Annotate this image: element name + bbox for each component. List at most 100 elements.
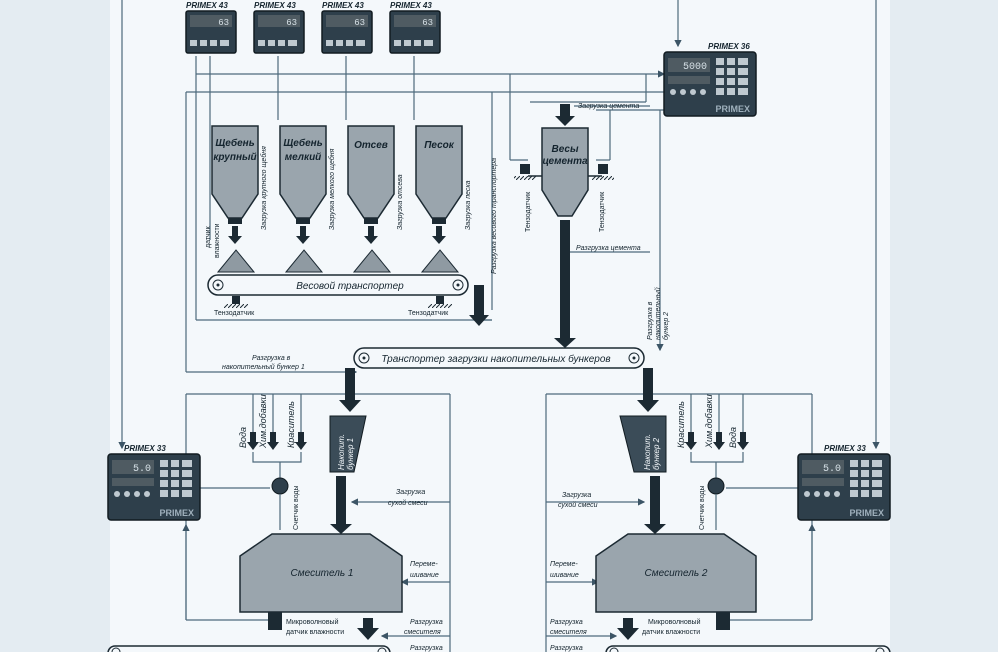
- primex43-panel-3: PRIMEX 43 63: [321, 1, 373, 54]
- cement-unload-arrow: Разгрузка цемента: [554, 220, 641, 348]
- silo-fine-gravel: Щебень мелкий: [279, 125, 327, 224]
- primex36-brand: PRIMEX: [715, 104, 750, 114]
- weigh-conveyor-label: Весовой транспортер: [296, 281, 404, 292]
- svg-text:датчик влажности: датчик влажности: [642, 629, 700, 636]
- label-colorant: Краситель: [286, 401, 296, 448]
- bunker-feed-arrows: [339, 368, 659, 412]
- svg-text:Накопит.: Накопит.: [337, 434, 346, 470]
- label-load-screenings: Загрузка отсева: [397, 174, 404, 230]
- svg-text:смесителя: смесителя: [550, 629, 587, 636]
- svg-text:шивание: шивание: [550, 572, 579, 579]
- label-moisture-sensor-2: влажности: [214, 223, 221, 258]
- load-sensor-left: Тензодатчик: [214, 296, 255, 317]
- label-water: Вода: [728, 427, 738, 448]
- primex43-label: PRIMEX 43: [254, 1, 296, 10]
- primex43-value: 63: [218, 18, 229, 28]
- svg-text:Тензодатчик: Тензодатчик: [599, 191, 606, 232]
- label-moisture-sensor-1: датчик: [205, 225, 212, 248]
- svg-text:Разгрузка в: Разгрузка в: [647, 301, 654, 340]
- bunker-2: Накопит. бункер 2: [619, 415, 667, 473]
- svg-text:Тензодатчик: Тензодатчик: [525, 191, 532, 232]
- primex33-value: 5.0: [823, 464, 841, 475]
- primex33-label: PRIMEX 33: [824, 444, 866, 453]
- label-cement-unload: Разгрузка цемента: [576, 245, 641, 252]
- label-weigh-conveyor-unload: Разгрузка весового транспортера: [491, 158, 498, 274]
- svg-text:бункер 1: бункер 1: [346, 438, 355, 470]
- additive-inlets-right: Краситель Хим.добавки Вода: [676, 394, 749, 478]
- svg-text:бункер 2: бункер 2: [662, 312, 670, 340]
- weigh-conveyor-discharge-arrow: [469, 285, 489, 326]
- svg-text:Отсев: Отсев: [354, 140, 388, 151]
- dry-mix-arrow-left: Загрузка сухой смеси: [330, 476, 428, 534]
- primex36-value: 5000: [683, 62, 707, 73]
- svg-text:бункер 2: бункер 2: [652, 437, 661, 470]
- primex33-brand: PRIMEX: [159, 508, 194, 518]
- svg-text:сухой смеси: сухой смеси: [558, 501, 598, 509]
- svg-text:Микроволновый: Микроволновый: [648, 618, 701, 626]
- svg-text:Смеситель 1: Смеситель 1: [291, 568, 354, 579]
- primex43-panel-1: PRIMEX 43 63: [185, 1, 237, 54]
- svg-text:Разгрузка в: Разгрузка в: [252, 355, 291, 362]
- silo-coarse-gravel: Щебень крупный: [211, 125, 259, 224]
- svg-text:сухой смеси: сухой смеси: [388, 499, 428, 507]
- svg-text:Счетчик воды: Счетчик воды: [699, 485, 706, 530]
- diagram-area: [110, 0, 890, 652]
- weigh-conveyor: Весовой транспортер: [207, 274, 469, 296]
- svg-text:Тензодатчик: Тензодатчик: [408, 310, 449, 317]
- svg-text:мелкий: мелкий: [285, 152, 322, 163]
- svg-text:Разгрузка: Разгрузка: [410, 619, 443, 626]
- primex36-label: PRIMEX 36: [708, 42, 750, 51]
- primex43-label: PRIMEX 43: [322, 1, 364, 10]
- silo-discharge: [216, 226, 460, 273]
- svg-text:Переме-: Переме-: [550, 561, 578, 568]
- bunker-conveyor: Транспортер загрузки накопительных бунке…: [353, 347, 645, 369]
- svg-text:датчик влажности: датчик влажности: [286, 629, 344, 636]
- svg-text:Накопит.: Накопит.: [643, 434, 652, 470]
- bunker-1: Накопит. бункер 1: [329, 415, 367, 473]
- cement-load-arrow: Загрузка цемента: [555, 103, 650, 126]
- additive-inlets-left: Вода Хим.добавки Краситель: [238, 394, 307, 478]
- primex43-panel-4: PRIMEX 43 63: [389, 1, 441, 54]
- primex33-left-panel: PRIMEX 33 5.0 PRIMEX: [107, 444, 201, 521]
- svg-text:Разгрузка: Разгрузка: [550, 645, 583, 652]
- label-cement-load: Загрузка цемента: [578, 103, 639, 110]
- svg-text:Песок: Песок: [424, 140, 455, 151]
- water-meter-left: Счетчик воды: [271, 477, 300, 530]
- svg-text:Тензодатчик: Тензодатчик: [214, 310, 255, 317]
- svg-text:Счетчик воды: Счетчик воды: [293, 485, 300, 530]
- svg-text:накопительный: накопительный: [654, 287, 662, 340]
- label-chem-additives: Хим.добавки: [258, 394, 268, 449]
- primex33-value: 5.0: [133, 464, 151, 475]
- svg-text:Загрузка: Загрузка: [562, 492, 591, 499]
- label-colorant: Краситель: [676, 401, 686, 448]
- svg-text:Микроволновый: Микроволновый: [286, 618, 339, 626]
- load-sensor-right: Тензодатчик: [408, 296, 452, 317]
- svg-text:накопительный бункер 1: накопительный бункер 1: [222, 363, 305, 371]
- svg-text:Переме-: Переме-: [410, 561, 438, 568]
- silo-screenings: Отсев: [347, 125, 395, 224]
- label-chem-additives: Хим.добавки: [704, 394, 714, 449]
- primex33-right-panel: PRIMEX 33 5.0 PRIMEX: [797, 444, 891, 521]
- bunker-conveyor-label: Транспортер загрузки накопительных бунке…: [381, 353, 610, 365]
- label-load-fine: Загрузка мелкого щебня: [328, 148, 336, 230]
- svg-text:Щебень: Щебень: [283, 137, 322, 149]
- water-meter-right: Счетчик воды: [699, 477, 725, 530]
- primex43-panel-2: PRIMEX 43 63: [253, 1, 305, 54]
- svg-text:Загрузка: Загрузка: [396, 489, 425, 496]
- primex43-value: 63: [286, 18, 297, 28]
- primex43-label: PRIMEX 43: [186, 1, 228, 10]
- svg-text:Разгрузка: Разгрузка: [410, 645, 443, 652]
- signal-lines: [118, 0, 880, 652]
- label-load-sand: Загрузка песка: [465, 180, 472, 230]
- primex36-panel: PRIMEX 36 5000 PRIMEX: [663, 42, 757, 117]
- svg-text:шивание: шивание: [410, 572, 439, 579]
- dry-mix-arrow-right: Загрузка сухой смеси: [558, 476, 666, 534]
- svg-text:Щебень: Щебень: [215, 137, 254, 149]
- mixer-2: Смеситель 2 Переме- шивание Микроволновы…: [550, 533, 891, 652]
- silo-sand: Песок: [415, 125, 463, 224]
- svg-text:смесителя: смесителя: [404, 629, 441, 636]
- primex43-value: 63: [354, 18, 365, 28]
- primex43-label: PRIMEX 43: [390, 1, 432, 10]
- label-load-coarse: Загрузка крупного щебня: [260, 146, 268, 230]
